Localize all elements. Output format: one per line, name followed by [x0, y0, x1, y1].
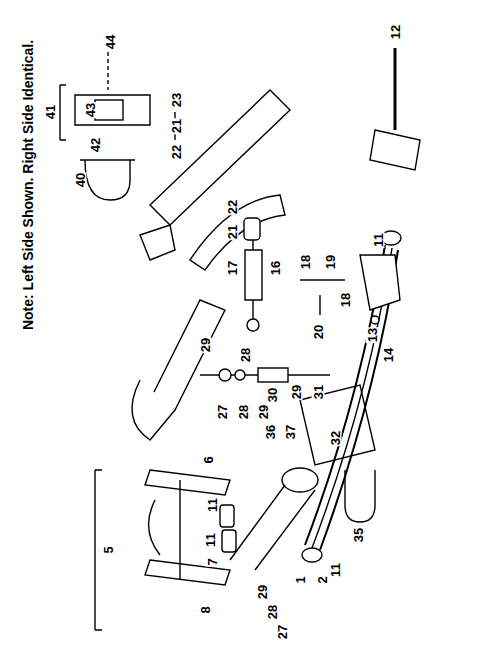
callout-number: 17	[226, 260, 239, 276]
clamp	[85, 160, 130, 200]
callout-number: 7	[206, 557, 219, 566]
note-text: Note: Left Side Shown. Right Side Identi…	[21, 39, 35, 331]
callout-number: 22	[170, 144, 183, 160]
bushing	[244, 218, 260, 240]
fender-arc	[190, 195, 285, 270]
callout-number: 28	[237, 404, 250, 420]
callout-number: 1	[294, 575, 307, 584]
callout-number: 21	[226, 224, 239, 240]
callout-number: 23	[170, 92, 183, 108]
frame-arc	[149, 500, 160, 555]
bushing	[222, 530, 236, 552]
callout-number: 12	[389, 24, 402, 40]
spring-eye	[302, 548, 322, 562]
bolt	[394, 48, 397, 130]
callout-number: 31	[312, 384, 325, 400]
callout-number: 29	[257, 404, 270, 420]
callout-number: 42	[89, 137, 102, 153]
callout-number: 30	[266, 387, 279, 403]
callout-number: 29	[256, 584, 269, 600]
callout-number: 8	[199, 605, 212, 614]
callout-number: 13	[366, 327, 379, 343]
callout-number: 41	[44, 104, 57, 120]
callout-number: 18	[339, 292, 352, 308]
callout-number: 6	[202, 455, 215, 464]
callout-number: 21	[170, 118, 183, 134]
clamp-top	[80, 159, 135, 160]
pin	[319, 295, 320, 315]
callout-number: 28	[239, 347, 252, 363]
hanger	[360, 255, 400, 310]
frame-end	[140, 225, 175, 260]
washer	[219, 369, 231, 381]
shock-rod	[252, 240, 253, 250]
callout-number: 27	[216, 404, 229, 420]
axle-tube-end	[282, 468, 318, 492]
callout-number: 16	[269, 260, 282, 276]
callout-number: 5	[102, 545, 115, 554]
callout-number: 29	[290, 384, 303, 400]
callout-number: 11	[204, 532, 217, 548]
callout-number: 36	[264, 424, 277, 440]
callout-number: 18	[299, 254, 312, 270]
callout-number: 11	[206, 497, 219, 513]
callout-number: 19	[324, 254, 337, 270]
callout-number: 28	[266, 604, 279, 620]
callout-number: 37	[284, 424, 297, 440]
shock-eye	[247, 319, 259, 331]
lower-rail	[150, 300, 225, 410]
shock-rod	[252, 300, 253, 320]
callout-number: 20	[312, 324, 325, 340]
callout-number: 32	[329, 430, 342, 446]
pin	[300, 279, 345, 280]
block	[95, 100, 123, 120]
shock-body	[245, 250, 262, 300]
u-bolt	[345, 470, 375, 522]
callout-number: 14	[382, 347, 395, 363]
callout-number: 35	[352, 527, 365, 543]
callout-number: 43	[84, 102, 97, 118]
callout-number: 27	[276, 624, 289, 640]
callout-number: 2	[316, 575, 329, 584]
callout-number: 44	[104, 34, 117, 50]
callout-number: 29	[199, 337, 212, 353]
rail-curve	[132, 380, 175, 440]
shackle-bolt	[179, 480, 180, 580]
group-bracket	[60, 85, 66, 140]
bracket-plate	[370, 130, 420, 170]
callout-number: 22	[226, 199, 239, 215]
callout-number: 11	[329, 562, 342, 578]
bushing	[220, 505, 234, 527]
axis-line	[107, 52, 108, 90]
spacer	[258, 368, 288, 382]
callout-number: 11	[372, 232, 385, 248]
washer	[235, 370, 245, 380]
shackle-link	[145, 470, 230, 495]
nut	[371, 316, 379, 324]
callout-number: 40	[74, 172, 87, 188]
mount-plate	[75, 95, 150, 125]
